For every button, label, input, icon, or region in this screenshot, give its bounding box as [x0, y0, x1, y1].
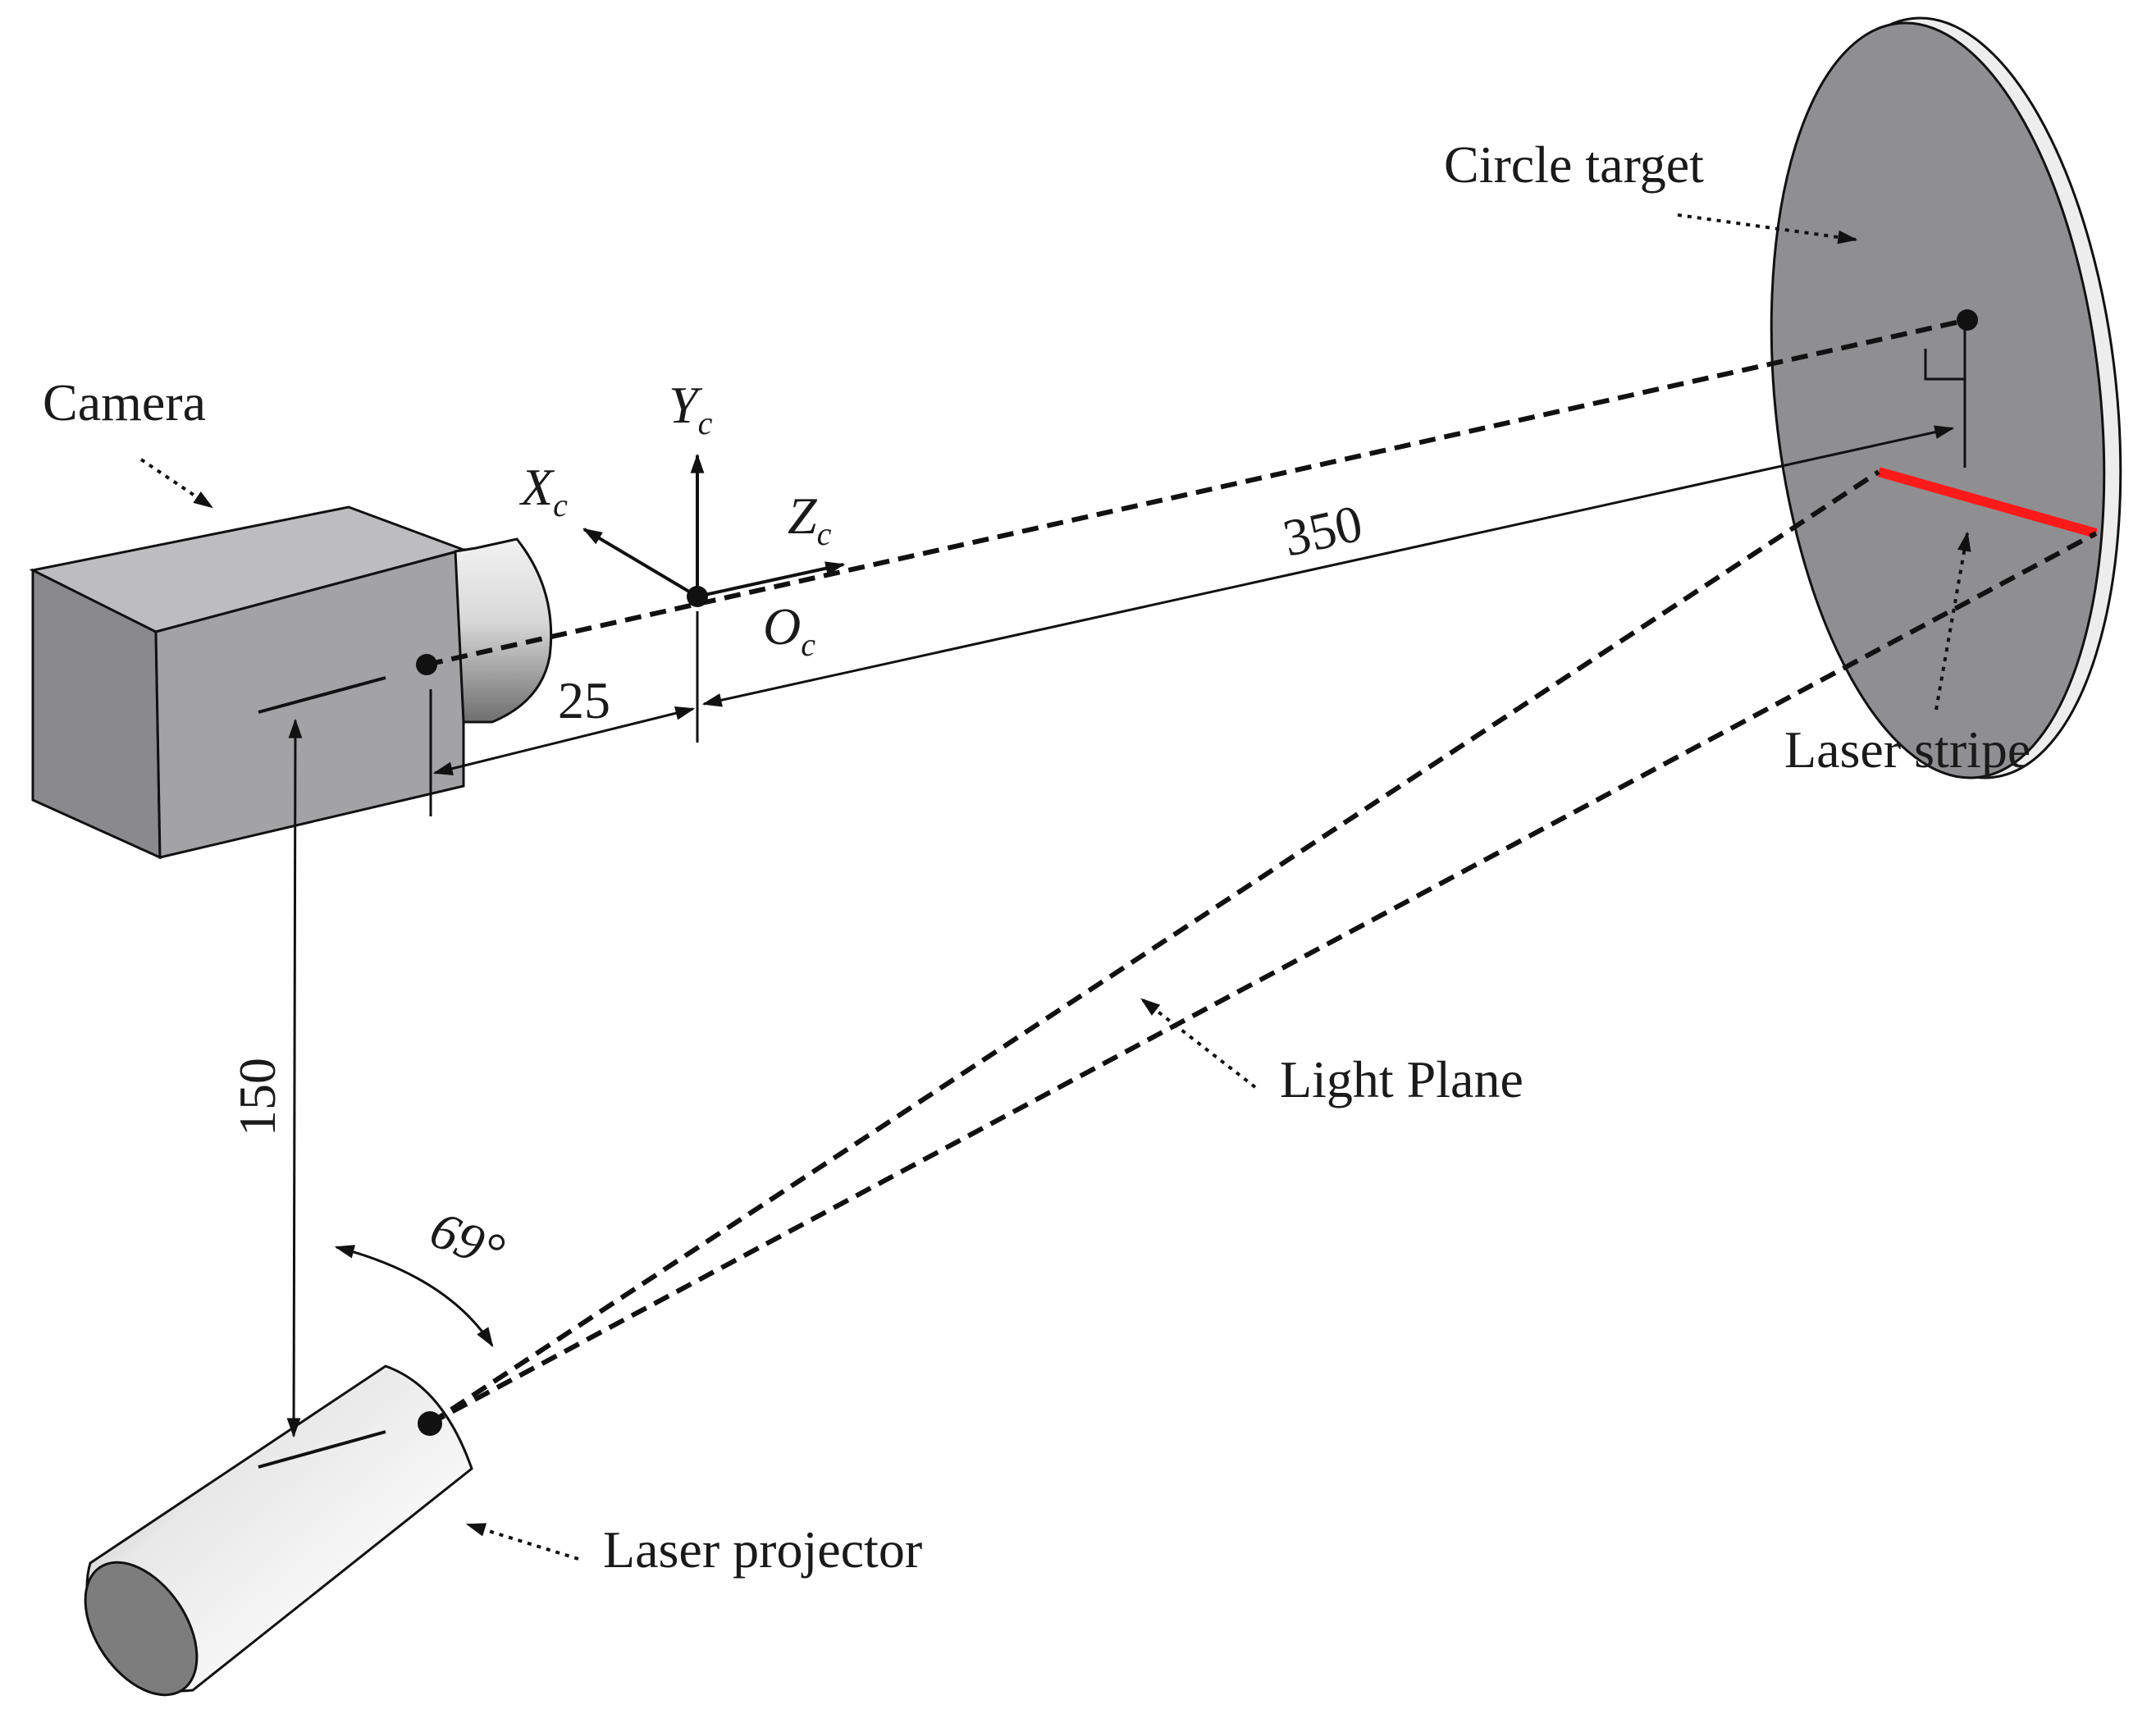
laser-projector-label: Laser projector: [603, 1520, 922, 1579]
target-center-point: [1957, 309, 1978, 331]
light-plane-label: Light Plane: [1280, 1050, 1523, 1108]
camera-optical-center: [416, 654, 437, 675]
x-axis-arrow: [582, 528, 699, 598]
dimension-150-label: 150: [228, 1058, 286, 1136]
z-axis-arrow: [697, 561, 846, 598]
camera-label: Camera: [43, 373, 206, 432]
y-axis-label: Yc: [669, 376, 713, 441]
optical-axis-line: [426, 318, 1968, 667]
origin-label: Oc: [763, 597, 815, 663]
x-axis-label: Xc: [518, 458, 568, 523]
projector-emission-point: [418, 1411, 442, 1436]
laser-stripe-leader: [1934, 531, 1971, 711]
circle-target: [1770, 16, 2122, 779]
dimension-25-label: 25: [558, 671, 610, 729]
dimension-150-line: [286, 718, 303, 1438]
z-axis-label: Zc: [788, 487, 832, 552]
dimension-25-line: [432, 706, 696, 775]
dimension-350-line: [701, 425, 1955, 707]
laser-stripe-label: Laser stripe: [1784, 720, 2030, 779]
laser-projector-leader: [465, 1523, 579, 1561]
camera-leader: [139, 458, 213, 509]
angle-69-label: 69°: [423, 1200, 513, 1281]
circle-target-leader: [1677, 213, 1858, 245]
dimension-350-label: 350: [1278, 494, 1368, 568]
camera-body: [29, 505, 553, 860]
light-plane-leader: [1140, 998, 1257, 1089]
angle-69-arc: [334, 1245, 494, 1348]
light-plane-edge-1: [428, 469, 1880, 1426]
laser-projector-body: [84, 1364, 473, 1697]
light-plane-edge-2: [428, 531, 2098, 1426]
circle-target-label: Circle target: [1444, 135, 1704, 194]
right-angle-marker: [1924, 349, 1965, 381]
